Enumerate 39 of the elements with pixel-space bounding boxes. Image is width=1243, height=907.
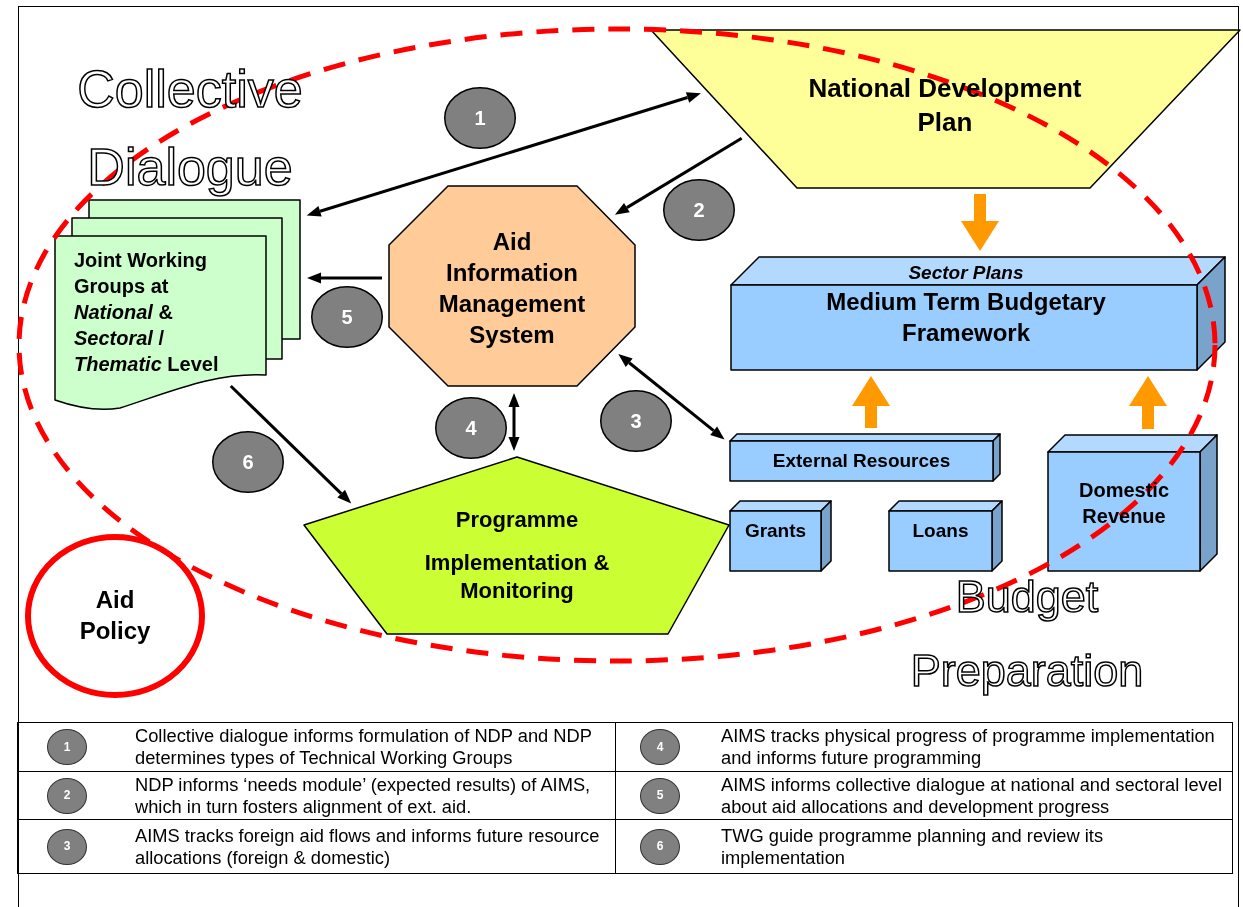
step-number: 5 <box>341 305 353 330</box>
arrow <box>229 384 352 504</box>
step-description: Collective dialogue informs formulation of NDP and NDP determines types of Technical Working Groups <box>135 725 593 769</box>
step-number-badge: 5 <box>640 777 680 814</box>
block-label: Loans <box>912 518 969 543</box>
block-arrow <box>1129 376 1167 429</box>
step-number-badge: 2 <box>47 777 87 814</box>
sector-heading: Sector Plans <box>908 261 1024 285</box>
step-number: 2 <box>693 198 705 223</box>
step-number: 3 <box>630 409 642 434</box>
programme-subtitle: Implementation & Monitoring <box>423 548 611 606</box>
block-label: Domestic Revenue <box>1078 478 1170 529</box>
arrow <box>614 136 743 215</box>
step-number-badge: 4 <box>640 729 680 765</box>
step-description: AIMS informs collective dialogue at national and sectoral level about aid allocations and development progress <box>721 773 1223 818</box>
framework-title: Medium Term Budgetary Framework <box>826 286 1106 348</box>
arrow <box>618 353 725 440</box>
step-description: TWG guide programme planning and review its implementation <box>721 824 1105 869</box>
section-heading: Budget Preparation <box>909 570 1145 698</box>
step-number-badge: 6 <box>640 828 680 865</box>
step-number: 1 <box>474 106 486 131</box>
step-number: 4 <box>465 416 477 441</box>
block-label: Grants <box>744 518 807 543</box>
step-number: 6 <box>242 450 254 475</box>
block-label: External Resources <box>772 448 951 473</box>
programme-title: Programme <box>455 506 579 534</box>
step-number-badge: 1 <box>47 729 87 765</box>
block-arrow <box>852 376 890 428</box>
group-title: Joint Working Groups at National & Sectoral / Thematic Level <box>74 247 220 377</box>
system-title: Aid Information Management System <box>437 226 587 351</box>
step-description: AIMS tracks physical progress of programme implementation and informs future programming <box>721 725 1216 769</box>
arrow <box>307 272 382 284</box>
block-arrow <box>961 194 999 251</box>
arrow <box>306 92 701 217</box>
arrow <box>508 393 520 451</box>
step-description: AIMS tracks foreign aid flows and informs future resource allocations (foreign & domestic) <box>135 824 601 869</box>
step-description: NDP informs ‘needs module’ (expected results) of AIMS, which in turn fosters alignment of ext. aid. <box>135 773 592 818</box>
policy-title: Aid Policy <box>78 584 152 646</box>
step-number-badge: 3 <box>47 828 87 865</box>
